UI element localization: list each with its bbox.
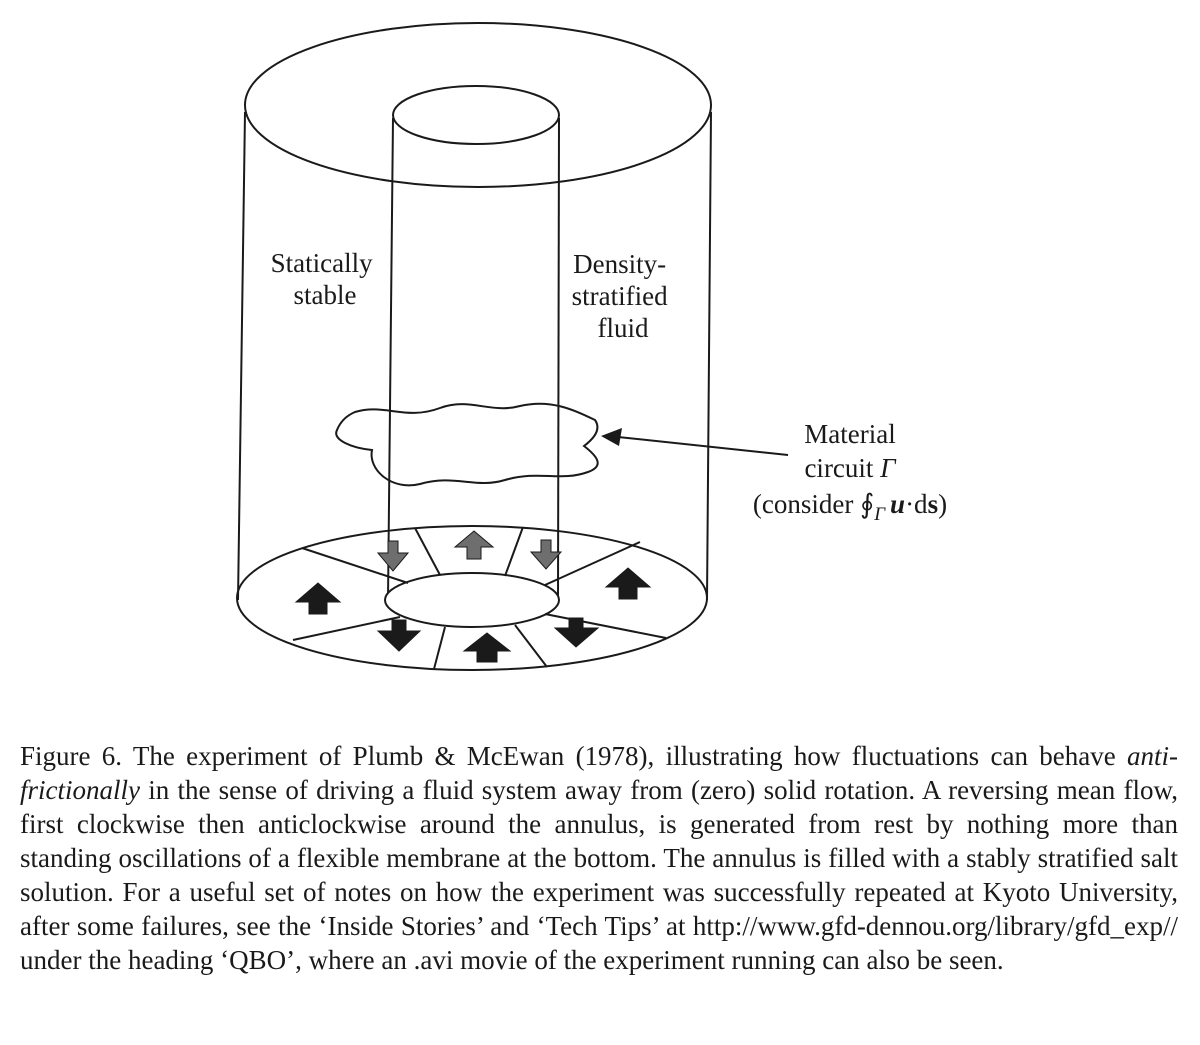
figure-number: Figure 6. [20,741,123,771]
down-arrow [376,540,410,572]
contour-integral-symbol: ∮ [860,489,874,519]
annulus-figure: Statically stable Density- stratified fl… [236,22,947,671]
displacement-symbol: s [928,489,939,519]
circuit-pointer-line [617,436,789,456]
label-statically-stable: Statically stable [271,248,380,310]
outer-cylinder-top [244,22,712,188]
membrane-divider [544,541,641,586]
annulus-bottom-inner [384,572,560,628]
outer-cylinder-left-wall [237,111,246,601]
gamma-symbol: Γ [879,453,897,483]
up-arrow [453,530,495,560]
label-density-stratified-fluid: Density- stratified fluid [572,249,675,343]
up-arrow [462,632,512,663]
membrane-arrows [294,530,652,663]
label-line: fluid [598,313,649,343]
label-line: stable [294,280,357,310]
annulus-bottom-outer [236,525,708,671]
label-text: (consider [753,489,860,519]
circuit-pointer-arrowhead [601,428,622,446]
label-line: Statically [271,248,373,278]
membrane-divider [504,526,524,577]
membrane-divider [414,527,441,576]
membrane-divider [433,626,446,670]
caption-text: The experiment of Plumb & McEwan (1978),… [122,741,1127,771]
caption-text: under the heading ‘QBO’, where an .avi m… [20,945,1004,975]
membrane-divider [301,547,409,584]
label-line: Density- [573,249,666,279]
inner-cylinder-top [392,85,560,145]
membrane-divider [514,624,548,668]
caption-url: http://www.gfd-dennou.org/library/gfd_ex… [692,911,1178,941]
label-line: stratified [572,281,668,311]
inner-cylinder-left-wall [387,117,394,601]
caption-emphasis: anti-frictionally [20,741,1178,805]
membrane-divider [292,616,401,641]
down-arrow [529,539,563,570]
inner-cylinder-right-wall [557,117,560,601]
caption-text: in the sense of driving a fluid system a… [20,775,1178,941]
figure-caption: Figure 6. The experiment of Plumb & McEw… [20,739,1178,977]
velocity-symbol: u [890,489,905,519]
integral-subscript: Γ [873,504,886,525]
label-text: ) [938,489,947,519]
outer-cylinder-right-wall [706,111,712,601]
label-material-circuit: Material [804,419,895,449]
label-text: ·d [905,489,928,519]
material-circuit-loop [335,402,599,487]
down-arrow [376,619,422,652]
label-material-circuit: circuit Γ [804,453,897,483]
label-line: Material [804,419,895,449]
up-arrow [604,567,652,600]
label-text: circuit [804,453,880,483]
down-arrow [553,617,600,648]
membrane-divider [544,613,667,639]
up-arrow [294,582,342,615]
